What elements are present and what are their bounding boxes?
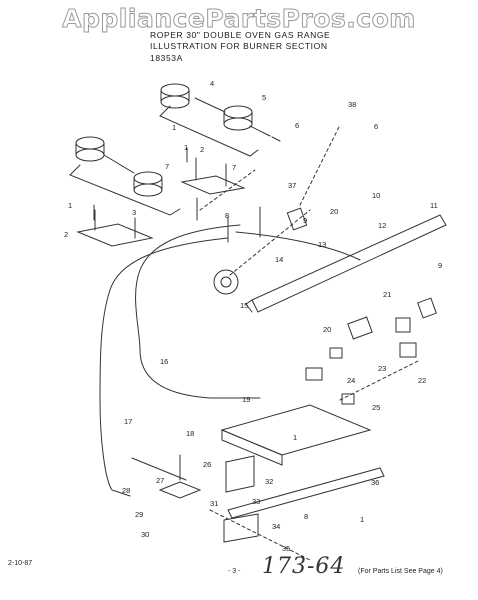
callout: 21 (383, 290, 391, 299)
callout: 17 (124, 417, 132, 426)
watermark: AppliancePartsPros.com (62, 4, 416, 34)
manifold-pipe (251, 214, 447, 313)
callout: 1 (360, 515, 364, 524)
rear-burner-assembly (159, 83, 281, 157)
callout: 31 (210, 499, 218, 508)
callout: 37 (288, 181, 296, 190)
callout: 13 (318, 240, 326, 249)
callout: 12 (378, 221, 386, 230)
callout: 38 (348, 100, 356, 109)
valves (213, 207, 437, 405)
callout: 15 (240, 301, 248, 310)
callout: 26 (203, 460, 211, 469)
callout: 20 (330, 207, 338, 216)
callout: 8 (225, 211, 229, 220)
callout: 6 (374, 122, 378, 131)
gas-tube-17 (99, 237, 229, 497)
page-number: - 3 - (228, 568, 241, 575)
heat-shield (220, 404, 372, 456)
gas-tube-16 (135, 224, 261, 399)
diagram-subtitle: ILLUSTRATION FOR BURNER SECTION (150, 41, 328, 51)
callout: 30 (141, 530, 149, 539)
callout: 9 (438, 261, 442, 270)
burner-brackets (76, 157, 246, 247)
callout: 14 (275, 255, 283, 264)
callout: 20 (323, 325, 331, 334)
callout: 2 (200, 145, 204, 154)
callout: 36 (371, 478, 379, 487)
handwritten-model-number: 173-64 (262, 554, 346, 579)
callout: 28 (122, 486, 130, 495)
callout: 1 (172, 123, 176, 132)
front-burner-assembly (69, 136, 181, 216)
callout: 33 (252, 497, 260, 506)
callout: 1 (293, 433, 297, 442)
callout: 2 (64, 230, 68, 239)
callout: 18 (186, 429, 194, 438)
diagram-number: 18353A (150, 53, 183, 63)
callout: 8 (304, 512, 308, 521)
callout: 7 (232, 163, 236, 172)
callout: 23 (378, 364, 386, 373)
callout: 10 (372, 191, 380, 200)
callout: 25 (372, 403, 380, 412)
callout: 19 (242, 395, 250, 404)
callout: 27 (156, 476, 164, 485)
parts-list-note: (For Parts List See Page 4) (358, 568, 443, 575)
callout: 34 (272, 522, 280, 531)
callout: 1 (68, 201, 72, 210)
callout: 35 (282, 544, 290, 553)
callout: 24 (347, 376, 355, 385)
callout: 16 (160, 357, 168, 366)
callout: 29 (135, 510, 143, 519)
callout: 7 (165, 162, 169, 171)
callout: 11 (430, 201, 438, 210)
callout: 6 (295, 121, 299, 130)
callout: 4 (210, 79, 214, 88)
callout-labels: 4 5 6 1 2 3 7 1 7 1 2 38 6 37 9 20 10 11… (64, 79, 442, 553)
diagram-title: ROPER 30" DOUBLE OVEN GAS RANGE (150, 30, 331, 40)
callout: 3 (132, 208, 136, 217)
oven-burner-tube (227, 467, 385, 519)
callout: 5 (262, 93, 266, 102)
diagram-date: 2-10-87 (8, 560, 33, 567)
callout: 1 (184, 143, 188, 152)
callout: 32 (265, 477, 273, 486)
callout: 9 (303, 216, 307, 225)
callout: 22 (418, 376, 426, 385)
